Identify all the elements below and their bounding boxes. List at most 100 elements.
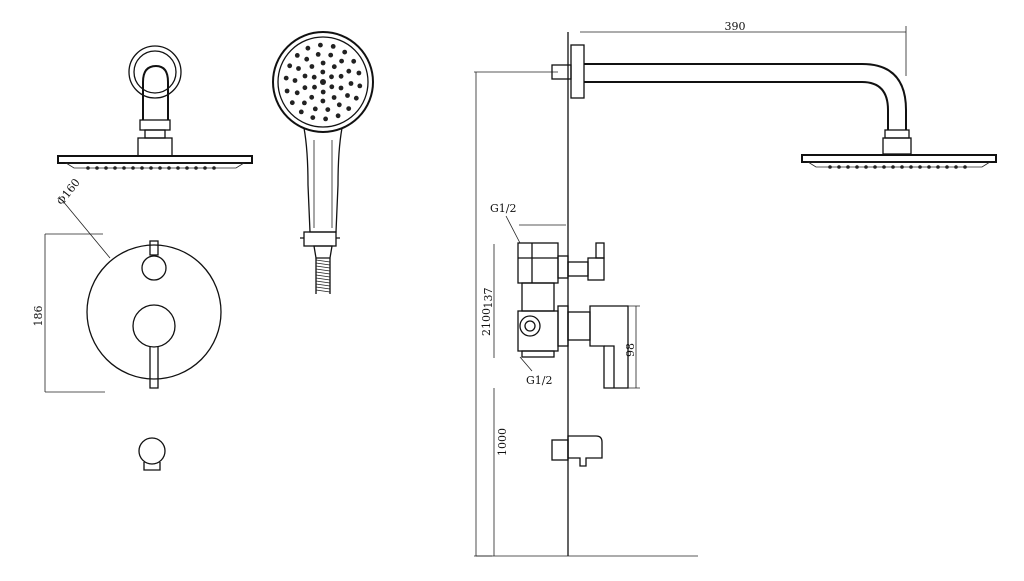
nozzle-dot (86, 166, 90, 170)
nozzle-dot (309, 94, 315, 100)
nozzle-dot (346, 68, 352, 74)
total-height-label: 2100 (480, 308, 493, 336)
inlet-top-label: G1/2 (490, 202, 517, 215)
nozzle-dot (149, 166, 153, 170)
nozzle-dot (283, 75, 289, 81)
shower-hose (315, 258, 331, 294)
hose-coil (315, 271, 331, 275)
nozzle-dot (176, 166, 180, 170)
nozzle-dot (203, 166, 207, 170)
hose-outline (315, 258, 331, 294)
hose-coil (315, 274, 331, 278)
nozzle-dot (338, 85, 344, 91)
valve-spacing-label: 137 (482, 288, 495, 309)
nozzle-dot (320, 69, 326, 75)
nozzle-dot (298, 109, 304, 115)
nozzle-dot (302, 85, 308, 91)
nozzle-dot (348, 81, 354, 86)
nozzle-dot (287, 63, 293, 69)
nozzle-dot (185, 166, 189, 170)
plate-height-label: 186 (32, 306, 45, 327)
nozzle-dot (304, 56, 310, 62)
nozzle-dot (328, 52, 334, 58)
hose-coil (315, 262, 331, 266)
nozzle-dot (312, 84, 317, 90)
nozzle-dot (338, 73, 344, 79)
nozzle-dot (335, 113, 341, 119)
nozzle-dot (900, 165, 904, 169)
arm-length-label: 390 (725, 20, 746, 33)
rain-shower-front-view (57, 45, 253, 170)
nozzle-dot (331, 64, 337, 70)
hose-coil (315, 268, 331, 272)
nozzle-dot (302, 73, 308, 79)
nozzle-dot (837, 165, 841, 169)
mixer-plate-front-view: 186 Φ160 (32, 176, 222, 393)
nozzle-dot (331, 95, 337, 100)
nozzle-dot (194, 166, 198, 170)
nozzle-dot (353, 95, 359, 101)
nozzle-dot (310, 115, 316, 120)
nozzle-dot (312, 106, 318, 112)
plate-diameter-label: Φ160 (54, 176, 83, 208)
nozzle-dot (357, 83, 363, 89)
nozzle-dot (909, 165, 913, 169)
nozzle-dot (846, 165, 850, 169)
nozzle-dot (292, 78, 298, 83)
nozzle-dot (927, 165, 931, 169)
nozzle-dot (351, 58, 357, 64)
nozzle-dot (305, 45, 311, 51)
nozzle-dot (323, 116, 328, 122)
nozzle-dot (873, 165, 877, 169)
hand-shower (272, 31, 374, 294)
nozzle-dot (311, 74, 317, 80)
nozzle-dot (294, 53, 300, 58)
nozzle-dot (289, 100, 295, 106)
nozzle-dot (346, 106, 352, 111)
nozzle-dot (329, 74, 334, 80)
nozzle-dot (320, 79, 326, 85)
nozzle-dot (342, 49, 348, 55)
nozzle-dot (131, 166, 135, 170)
nozzle-dot (318, 42, 323, 48)
hose-coil (315, 277, 331, 281)
hose-coil (315, 289, 331, 293)
nozzle-dot (882, 165, 886, 169)
nozzle-dot (828, 165, 832, 169)
nozzle-dot (330, 44, 336, 49)
nozzle-dot (320, 98, 326, 104)
hose-coil (315, 265, 331, 269)
nozzle-dot (309, 64, 315, 69)
inlet-bottom-label: G1/2 (526, 374, 553, 387)
nozzle-dot (320, 89, 326, 95)
nozzle-dot (140, 166, 144, 170)
hose-coil (315, 280, 331, 284)
handle-depth-label: 98 (624, 343, 637, 357)
nozzle-dot (336, 102, 342, 108)
nozzle-dot (104, 166, 108, 170)
nozzle-dot (945, 165, 949, 169)
nozzle-dot (302, 100, 307, 106)
outlet-height-label: 1000 (496, 428, 509, 456)
hand-shower-nozzles (283, 42, 363, 122)
nozzle-dot (918, 165, 922, 169)
nozzle-dot (345, 93, 350, 98)
nozzle-dot (284, 88, 290, 94)
hose-coil (315, 259, 331, 263)
rain-head-nozzles (828, 165, 967, 169)
nozzle-dot (963, 165, 967, 169)
installation-side-view: 2100 390 G1/2 137 98 (474, 20, 997, 557)
hose-coil (315, 283, 331, 287)
rain-head-nozzles (86, 166, 216, 170)
nozzle-dot (122, 166, 126, 170)
nozzle-dot (158, 166, 162, 170)
nozzle-dot (296, 66, 301, 71)
nozzle-dot (356, 70, 362, 76)
nozzle-dot (113, 166, 117, 170)
nozzle-dot (855, 165, 859, 169)
nozzle-dot (212, 166, 216, 170)
hose-coil (315, 286, 331, 290)
nozzle-dot (315, 52, 321, 57)
nozzle-dot (167, 166, 171, 170)
